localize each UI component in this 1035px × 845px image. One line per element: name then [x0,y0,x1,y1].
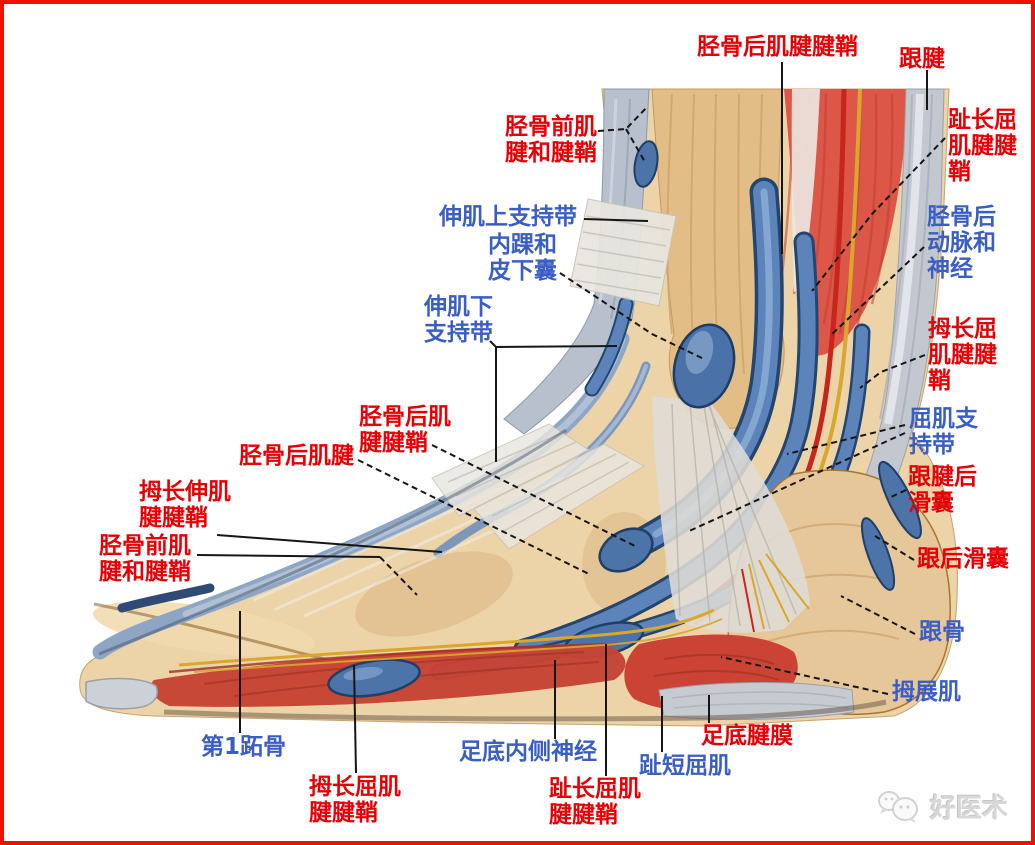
leader-line-tibialis-posterior-tendon-sheath-mid [431,444,638,548]
leader-lines-layer [196,62,946,776]
wechat-bubbles-icon [878,790,918,823]
leader-line-tibialis-anterior-tendon-sheath-lower [196,554,381,558]
retrocalcaneal-bursa-shape [860,517,896,591]
leader-line-flexor-retinaculum [686,432,906,533]
dorsal-outline [98,428,567,656]
leader-line-flexor-digitorum-longus-sheath-top [811,137,946,292]
leader-line-tibialis-anterior-tendon-sheath-top [597,105,649,132]
leader-line-tibialis-posterior-tendon [357,459,590,575]
leader-line-flexor-retinaculum [786,424,906,455]
sole-outline [163,699,887,722]
superior-extensor-retinaculum-shape [569,198,677,307]
leader-line-inferior-extensor-retinaculum [489,340,618,349]
leader-line-retro-achilles-bursa [888,489,907,499]
leader-line-flexor-hallucis-longus-sheath-bottom [353,664,357,774]
tibialis-posterior-insertion [598,527,654,573]
leader-line-extensor-hallucis-longus-sheath [216,534,443,553]
leader-line-tibialis-anterior-tendon-sheath-top [625,128,646,163]
plantar-nerves [178,608,723,673]
malleolus-bursa-shape [672,323,736,409]
leader-line-tibialis-anterior-tendon-sheath-lower [379,556,418,596]
leader-line-retrocalcaneal-bursa [874,535,915,561]
leader-line-posterior-tibial-artery-nerve [829,246,925,337]
watermark: 好医术 [876,788,1008,825]
peroneus-tendon-tip [85,677,158,710]
leader-line-medial-malleolus-subcutaneous-bursa [559,272,705,360]
leader-line-calcaneus [840,595,916,635]
leader-line-superior-extensor-retinaculum [583,218,649,222]
tibialis-anterior-sheath-tip [633,140,659,188]
watermark-text: 好医术 [930,794,1009,824]
plantar-aponeurosis-shape [658,682,855,720]
leader-line-flexor-hallucis-longus-sheath-right [859,354,926,389]
plantar-nerve-branches [741,553,810,633]
ankle-anatomy-illustration [79,88,958,727]
fhl-sheath-capsule [327,658,421,698]
retro-achilles-bursa-shape [878,460,922,540]
leader-line-abductor-hallucis [720,656,889,695]
inferior-extensor-retinaculum-shape [431,423,645,550]
flexor-retinaculum-shape [652,396,810,633]
